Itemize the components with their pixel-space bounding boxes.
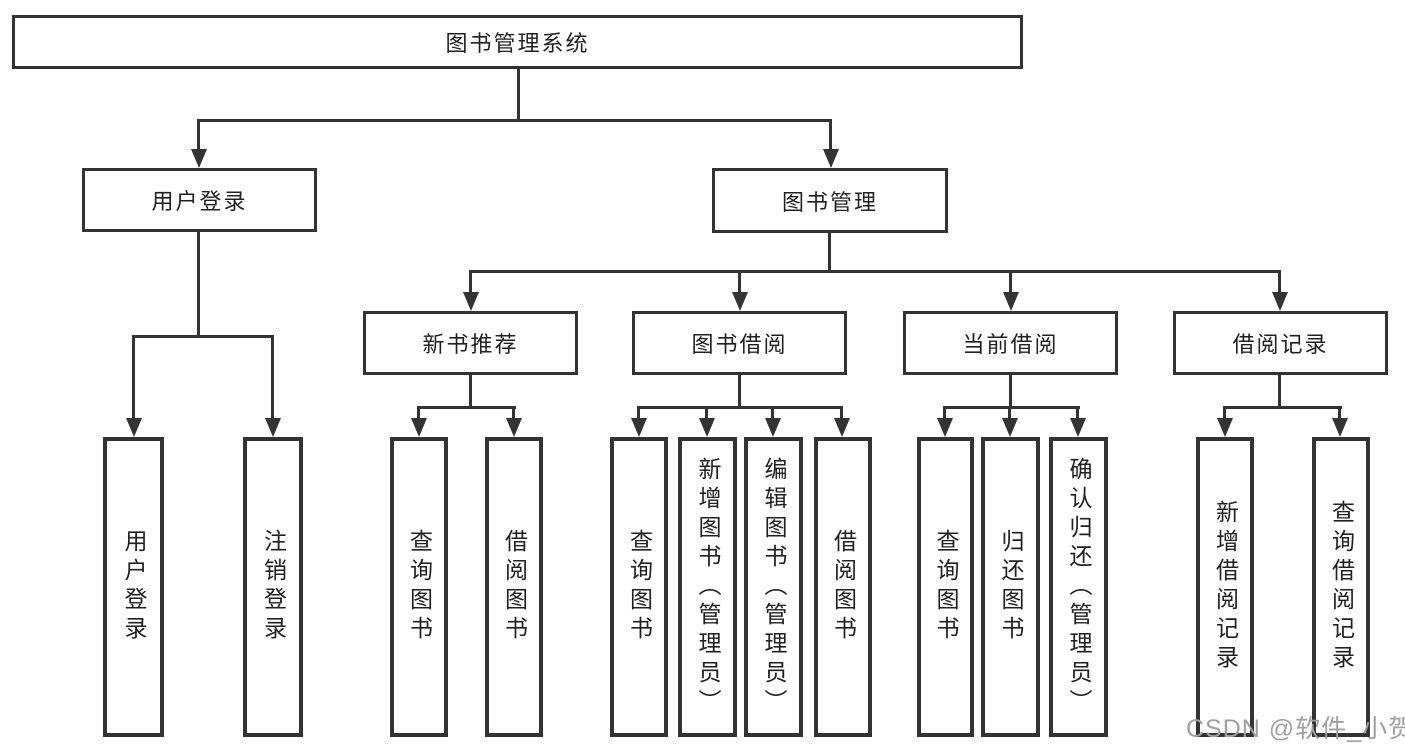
arrow-to-leaf <box>771 407 774 418</box>
leaf-label: 查询图书 <box>933 529 959 645</box>
node-label: 用户登录 <box>151 189 248 214</box>
arrow-to-leaf <box>705 407 708 418</box>
connector-book-mgmt-branch <box>469 270 1281 273</box>
leaf-label: 新增图书（管理员） <box>695 456 721 718</box>
arrow-to-leaf <box>1008 407 1011 418</box>
leaf-label: 借阅图书 <box>830 529 857 645</box>
arrow-to-leaf <box>417 407 420 418</box>
arrow-to-leaf-user-login <box>132 336 135 418</box>
leaf-label: 查询借阅记录 <box>1328 500 1355 674</box>
arrow-to-borrow-records <box>1278 271 1281 292</box>
node-user-login: 用户登录 <box>82 168 317 232</box>
leaf-label: 查询图书 <box>406 529 433 645</box>
arrow-to-leaf <box>512 407 515 418</box>
leaf-label: 查询图书 <box>626 529 653 645</box>
arrow-to-leaf <box>943 407 946 418</box>
arrow-to-user-login <box>197 120 200 149</box>
leaf-borrow-books-recommend: 借阅图书 <box>485 437 543 737</box>
leaf-query-books-recommend: 查询图书 <box>390 437 448 737</box>
connector-new-book-branch <box>417 406 516 409</box>
leaf-query-books-borrow: 查询图书 <box>610 437 668 737</box>
leaf-user-login: 用户登录 <box>103 437 164 737</box>
arrow-to-book-borrow <box>738 271 741 292</box>
connector-root-branch <box>197 119 832 122</box>
arrow-to-leaf <box>840 407 843 418</box>
arrow-to-current-borrow <box>1009 271 1012 292</box>
leaf-query-books-current: 查询图书 <box>917 437 974 737</box>
connector-book-borrow-branch <box>637 406 843 409</box>
node-current-borrow: 当前借阅 <box>903 311 1118 375</box>
connector-borrow-records-branch <box>1223 406 1342 409</box>
arrow-to-leaf <box>1338 407 1341 418</box>
node-library-management-system: 图书管理系统 <box>12 15 1023 69</box>
connector-user-login-branch <box>132 335 274 338</box>
arrow-to-new-book-recommend <box>469 271 472 292</box>
node-label: 新书推荐 <box>422 332 519 357</box>
leaf-label: 借阅图书 <box>501 529 528 645</box>
arrow-to-book-management <box>829 120 832 149</box>
leaf-label: 注销登录 <box>260 529 287 645</box>
node-book-management: 图书管理 <box>712 168 948 233</box>
arrow-to-leaf <box>1223 407 1226 418</box>
leaf-label: 新增借阅记录 <box>1212 500 1239 674</box>
node-label: 图书管理 <box>781 189 878 215</box>
leaf-return-books: 归还图书 <box>981 437 1040 737</box>
node-book-borrow: 图书借阅 <box>632 311 847 375</box>
node-label: 当前借阅 <box>962 332 1059 357</box>
arrow-to-leaf-logout <box>271 336 274 418</box>
leaf-logout-login: 注销登录 <box>243 437 303 737</box>
connector-book-borrow-stem <box>738 375 741 407</box>
node-label: 图书管理系统 <box>445 31 590 56</box>
leaf-confirm-return-admin: 确认归还（管理员） <box>1049 437 1108 737</box>
connector-new-book-stem <box>469 375 472 407</box>
leaf-label: 确认归还（管理员） <box>1066 456 1092 718</box>
connector-root-stem <box>517 69 520 120</box>
csdn-watermark: CSDN @软件_小贺同学 <box>1186 715 1405 743</box>
leaf-edit-books-admin: 编辑图书（管理员） <box>744 437 803 737</box>
connector-current-borrow-branch <box>943 406 1080 409</box>
leaf-add-borrow-record: 新增借阅记录 <box>1196 437 1254 737</box>
leaf-label: 归还图书 <box>998 529 1024 645</box>
arrow-to-leaf <box>1076 407 1079 418</box>
leaf-borrow-books: 借阅图书 <box>814 437 872 737</box>
connector-current-borrow-stem <box>1009 375 1012 407</box>
leaf-label: 用户登录 <box>121 529 147 645</box>
leaf-query-borrow-record: 查询借阅记录 <box>1312 437 1370 737</box>
node-label: 图书借阅 <box>691 332 788 357</box>
leaf-label: 编辑图书（管理员） <box>761 456 787 718</box>
connector-borrow-records-stem <box>1278 375 1281 407</box>
node-new-book-recommend: 新书推荐 <box>363 311 578 375</box>
arrow-to-leaf <box>637 407 640 418</box>
connector-book-mgmt-stem <box>828 233 831 272</box>
node-borrow-records: 借阅记录 <box>1173 311 1388 375</box>
connector-user-login-stem <box>197 232 200 336</box>
node-label: 借阅记录 <box>1232 332 1329 357</box>
leaf-add-books-admin: 新增图书（管理员） <box>678 437 737 737</box>
